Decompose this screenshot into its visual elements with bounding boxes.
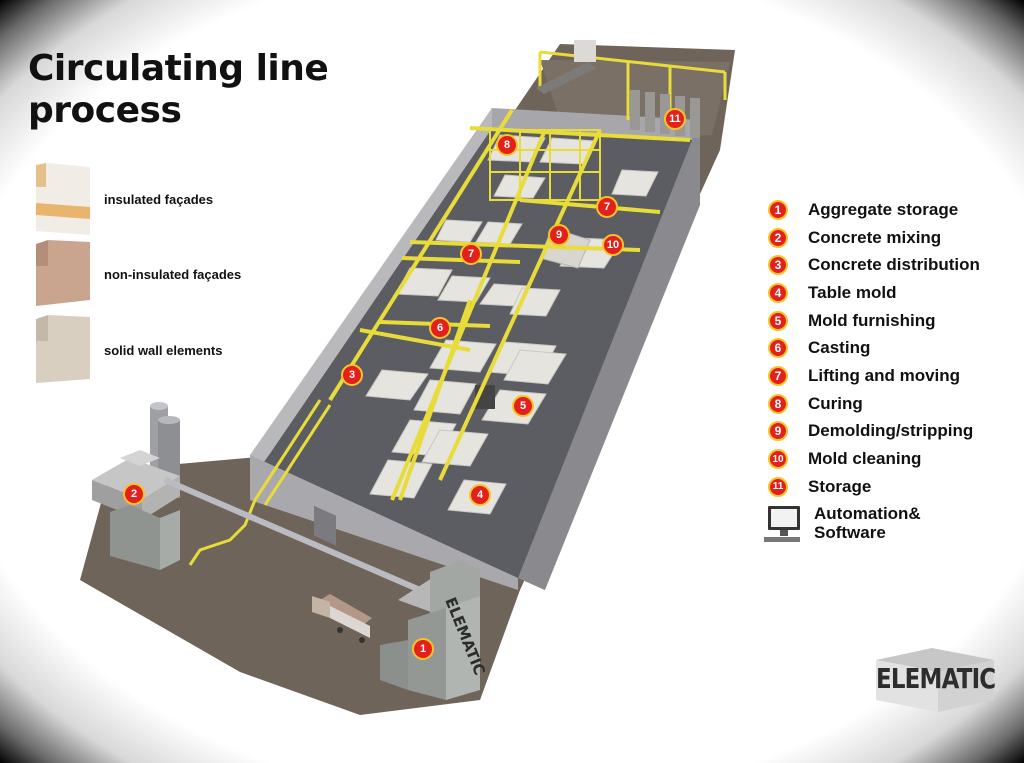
legend-number: 4 [768, 282, 788, 303]
material-label: insulated façades [104, 191, 214, 207]
legend-automation: Automation& Software [762, 504, 954, 544]
elematic-logo-icon [876, 648, 994, 712]
legend-item: 2 Concrete mixing [768, 224, 1008, 252]
marker: 1 [412, 638, 434, 660]
mixing-plant [92, 450, 180, 570]
legend-number: 6 [768, 338, 788, 359]
marker: 4 [469, 484, 491, 506]
automation-label: Automation& Software [814, 504, 921, 542]
legend-number: 10 [768, 449, 788, 470]
material-insulated: insulated façades [32, 163, 213, 235]
legend-item: 1 Aggregate storage [768, 196, 1008, 224]
aggregate-conveyor [163, 477, 422, 593]
material-label: solid wall elements [104, 342, 223, 358]
legend-number: 8 [768, 393, 788, 414]
marker: 11 [664, 108, 686, 130]
legend-item: 5 Mold furnishing [768, 307, 1008, 335]
legend-number: 7 [768, 365, 788, 386]
insulated-facade-swatch [36, 163, 90, 235]
solid-wall-swatch [36, 315, 90, 383]
legend-label: Concrete distribution [808, 255, 980, 275]
legend-item: 6 Casting [768, 334, 1008, 362]
legend-label: Mold cleaning [808, 449, 922, 469]
legend-item: 3 Concrete distribution [768, 251, 1008, 279]
material-non-insulated: non-insulated façades [32, 240, 241, 308]
legend-label: Demolding/stripping [808, 421, 974, 441]
marker: 6 [429, 317, 451, 339]
building-front-wall [250, 455, 518, 590]
legend-label: Mold furnishing [808, 310, 936, 330]
legend-number: 5 [768, 310, 788, 331]
legend-number: 1 [768, 199, 788, 220]
legend-item: 7 Lifting and moving [768, 362, 1008, 390]
logo-text: ELEMATIC [876, 662, 996, 695]
building-right-wall [518, 120, 700, 590]
marker: 8 [496, 134, 518, 156]
legend-number: 3 [768, 255, 788, 276]
page-title: Circulating line process [28, 48, 329, 131]
process-legend: 1 Aggregate storage 2 Concrete mixing 3 Con… [768, 196, 1008, 501]
marker: 7 [596, 196, 618, 218]
legend-label: Curing [808, 393, 863, 413]
marker: 3 [341, 364, 363, 386]
marker: 5 [512, 395, 534, 417]
legend-label: Aggregate storage [808, 199, 959, 219]
marker: 9 [548, 224, 570, 246]
storage-crane [538, 50, 727, 120]
building-left-wall [250, 108, 492, 465]
legend-label: Storage [808, 476, 872, 496]
material-label: non-insulated façades [104, 266, 242, 282]
marker: 7 [460, 243, 482, 265]
legend-number: 9 [768, 421, 788, 442]
legend-item: 11 Storage [768, 473, 1008, 501]
computer-icon [764, 506, 800, 542]
delivery-truck [312, 594, 372, 643]
legend-item: 10 Mold cleaning [768, 445, 1008, 473]
transport-truck [536, 40, 596, 94]
marker: 2 [123, 483, 145, 505]
non-insulated-facade-swatch [36, 240, 90, 306]
legend-label: Lifting and moving [808, 365, 961, 385]
legend-label: Concrete mixing [808, 227, 942, 247]
mold-tables [365, 134, 659, 515]
legend-label: Table mold [808, 282, 897, 302]
legend-item: 4 Table mold [768, 279, 1008, 307]
building-door [314, 505, 336, 546]
legend-number: 2 [768, 227, 788, 248]
legend-item: 8 Curing [768, 390, 1008, 418]
material-solid-wall: solid wall elements [32, 315, 223, 385]
legend-item: 9 Demolding/stripping [768, 418, 1008, 446]
marker: 10 [602, 234, 624, 256]
legend-number: 11 [768, 476, 788, 497]
legend-label: Casting [808, 338, 871, 358]
